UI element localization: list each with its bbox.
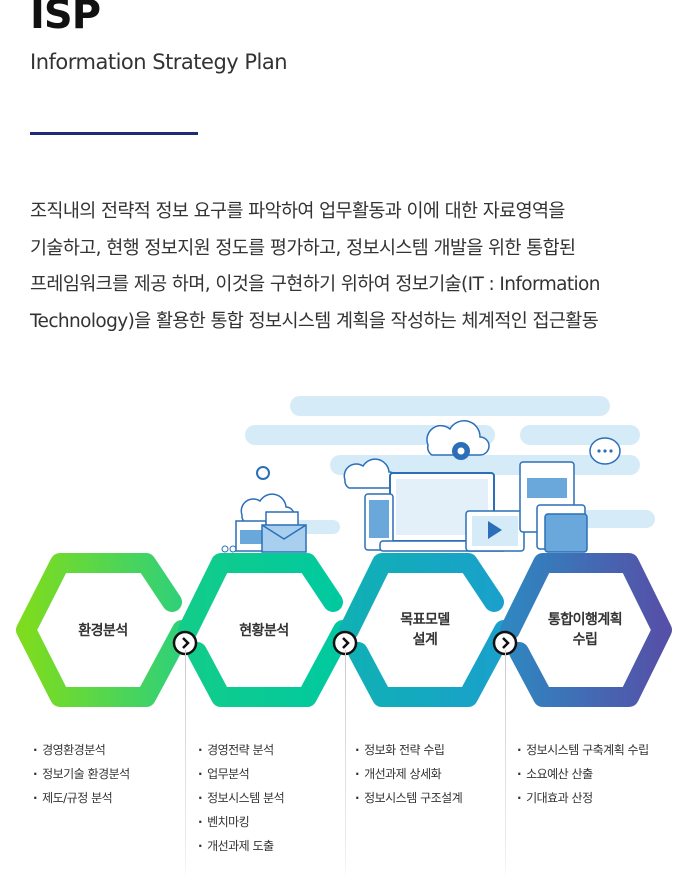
list-item: 정보시스템 구축계획 수립 <box>517 738 649 762</box>
list-item: 경영환경분석 <box>33 738 130 762</box>
step-3-label: 목표모델 설계 <box>360 610 490 650</box>
list-item: 정보시스템 분석 <box>198 786 285 810</box>
step-2-items: 경영전략 분석 업무분석 정보시스템 분석 벤치마킹 개선과제 도출 <box>198 738 285 858</box>
step-label-line: 수립 <box>572 632 598 648</box>
hexagon-step-1 <box>16 553 192 707</box>
list-item: 업무분석 <box>198 762 284 786</box>
column-divider <box>185 650 186 880</box>
step-3-items: 정보화 전략 수립 개선과제 상세화 정보시스템 구조설계 <box>355 738 463 810</box>
list-item: 개선과제 상세화 <box>355 762 462 786</box>
list-item: 정보화 전략 수립 <box>355 738 462 762</box>
description-line: 프레임워크를 제공 하며, 이것을 구현하기 위하여 정보기술(IT : Inf… <box>30 274 601 295</box>
step-label-line: 설계 <box>412 632 438 648</box>
hexagon-step-3 <box>339 553 514 707</box>
accent-divider <box>30 132 198 135</box>
list-item: 기대효과 산정 <box>517 786 649 810</box>
page-title: ISP <box>30 0 101 38</box>
description-line: 조직내의 전략적 정보 요구를 파악하여 업무활동과 이에 대한 자료영역을 <box>30 201 565 222</box>
video-icon <box>465 510 525 552</box>
hexagon-step-2 <box>178 553 353 707</box>
list-item: 정보시스템 구조설계 <box>355 786 463 810</box>
step-label-line: 환경분석 <box>78 623 128 639</box>
step-1-items: 경영환경분석 정보기술 환경분석 제도/규정 분석 <box>33 738 130 810</box>
step-label-line: 통합이행계획 <box>547 612 623 628</box>
hexagon-step-4 <box>500 553 672 707</box>
description: 조직내의 전략적 정보 요구를 파악하여 업무활동과 이에 대한 자료영역을 기… <box>30 194 670 340</box>
description-line: Technology)을 활용한 통합 정보시스템 계획을 작성하는 체계적인 … <box>30 310 599 332</box>
description-line: 기술하고, 현행 정보지원 정도를 평가하고, 정보시스템 개발을 위한 통합된 <box>30 237 576 259</box>
step-label-line: 목표모델 <box>400 612 450 628</box>
column-divider <box>345 650 346 880</box>
step-4-items: 정보시스템 구축계획 수립 소요예산 산출 기대효과 산정 <box>517 738 649 810</box>
document-icon <box>519 461 588 553</box>
list-item: 경영전략 분석 <box>198 738 284 762</box>
step-label-line: 현황분석 <box>239 623 289 639</box>
list-item: 제도/규정 분석 <box>33 786 130 810</box>
list-item: 개선과제 도출 <box>198 834 284 858</box>
step-4-label: 통합이행계획 수립 <box>520 610 650 650</box>
step-1-label: 환경분석 <box>38 621 168 641</box>
ring-decoration <box>256 466 270 480</box>
column-divider <box>505 650 506 880</box>
step-2-label: 현황분석 <box>199 621 329 641</box>
list-item: 정보기술 환경분석 <box>33 762 130 786</box>
chat-bubble-icon <box>589 437 621 465</box>
list-item: 소요예산 산출 <box>517 762 649 786</box>
list-item: 벤치마킹 <box>198 810 284 834</box>
page-subtitle: Information Strategy Plan <box>30 50 288 74</box>
mail-icon <box>221 511 307 553</box>
